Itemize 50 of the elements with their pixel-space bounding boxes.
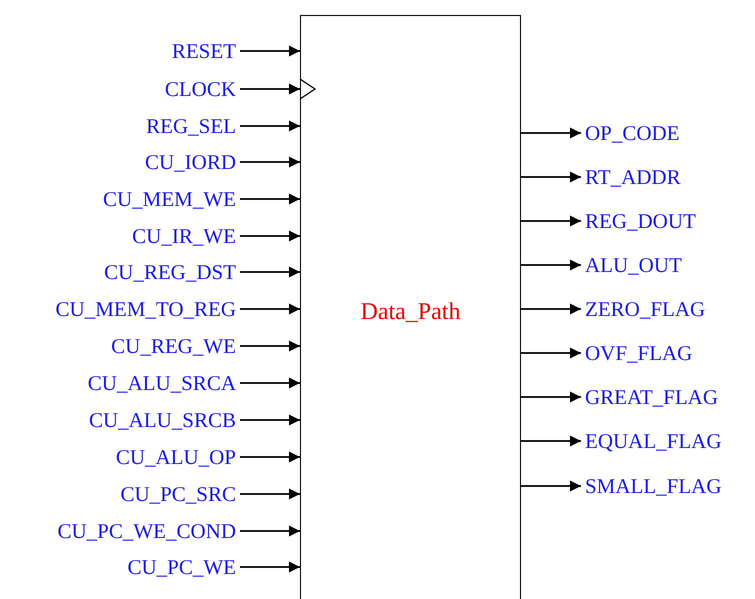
input-signal-label: CU_PC_WE_COND	[57, 519, 236, 543]
signal-arrow	[240, 378, 300, 388]
output-signal-label: SMALL_FLAG	[585, 474, 722, 498]
input-signal-label: CLOCK	[164, 77, 236, 101]
output-signal-label: OVF_FLAG	[585, 341, 692, 365]
output-signal-label: OP_CODE	[585, 121, 680, 145]
input-signal-label: CU_ALU_SRCA	[88, 371, 236, 395]
signal-arrow	[240, 266, 300, 278]
output-signal-label: ALU_OUT	[585, 253, 682, 277]
signal-arrow	[521, 216, 581, 226]
input-signal-label: CU_IR_WE	[132, 224, 236, 248]
input-signal-label: CU_PC_SRC	[120, 482, 236, 506]
signal-arrow	[240, 526, 300, 536]
output-signal-label: GREAT_FLAG	[585, 385, 718, 409]
signal-arrow	[521, 480, 581, 492]
signal-arrow	[521, 260, 581, 270]
signal-arrow	[240, 488, 300, 500]
signal-arrow	[521, 348, 581, 358]
input-signal-label: CU_PC_WE	[127, 555, 236, 579]
signal-arrow	[240, 194, 300, 204]
input-signal-label: CU_REG_WE	[111, 334, 236, 358]
output-signal-label: REG_DOUT	[585, 209, 696, 233]
input-signal-label: CU_ALU_OP	[116, 445, 236, 469]
output-signal-label: ZERO_FLAG	[585, 297, 706, 321]
input-signal-label: CU_MEM_TO_REG	[56, 297, 236, 321]
signal-arrow	[521, 436, 581, 446]
signal-arrow	[240, 46, 300, 56]
input-signal-label: CU_REG_DST	[104, 260, 236, 284]
input-signal-label: CU_MEM_WE	[103, 187, 236, 211]
signal-arrow	[240, 84, 300, 94]
signal-arrow	[240, 120, 300, 132]
input-signal-label: REG_SEL	[146, 114, 236, 138]
signal-arrow	[521, 392, 581, 402]
signal-arrow	[240, 340, 300, 352]
signal-arrow	[240, 230, 300, 242]
signal-arrow	[240, 452, 300, 462]
module-name: Data_Path	[360, 298, 462, 326]
signal-arrow	[240, 156, 300, 168]
input-signal-label: CU_IORD	[144, 150, 236, 174]
output-signal-label: EQUAL_FLAG	[585, 429, 722, 453]
signal-arrow	[240, 304, 300, 314]
signal-arrow	[240, 562, 300, 572]
signal-arrow	[521, 172, 581, 182]
input-signal-label: CU_ALU_SRCB	[88, 408, 236, 432]
signal-arrow	[521, 304, 581, 314]
signal-arrow	[240, 414, 300, 426]
output-signal-label: RT_ADDR	[585, 165, 681, 189]
input-signal-label: RESET	[172, 39, 236, 63]
module-block	[300, 15, 521, 599]
signal-arrow	[521, 128, 581, 138]
